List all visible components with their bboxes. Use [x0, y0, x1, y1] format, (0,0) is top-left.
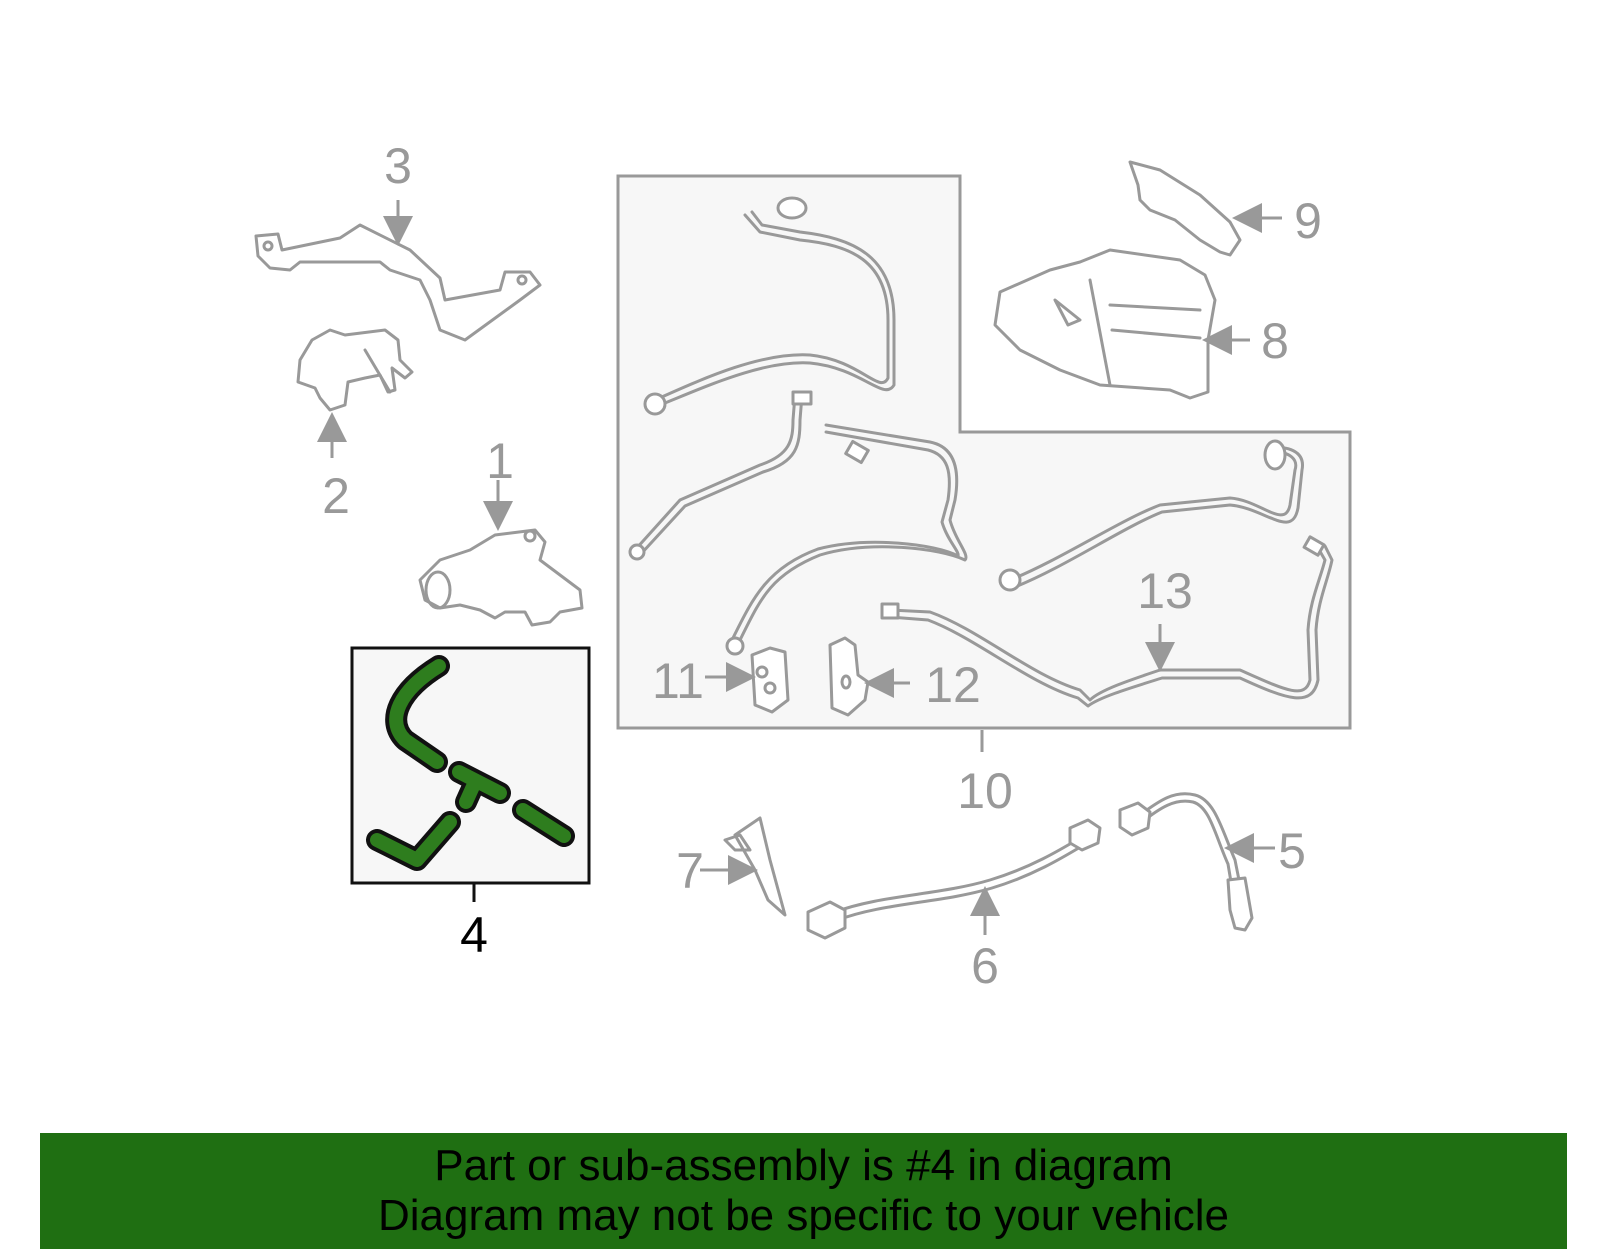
part-6-oxygen-sensor[interactable] — [806, 818, 1102, 940]
part-11-clip[interactable] — [750, 646, 790, 714]
part-7-shield[interactable] — [723, 816, 787, 917]
part-8-charcoal-canister[interactable] — [993, 248, 1217, 400]
part-10-hose-assembly[interactable] — [628, 196, 1304, 656]
label-13: 13 — [1137, 563, 1193, 619]
part-5-oxygen-sensor[interactable] — [1118, 792, 1254, 932]
label-4: 4 — [460, 907, 488, 963]
part-2-solenoid-valve[interactable] — [296, 328, 414, 412]
part-3-bracket[interactable] — [254, 223, 542, 342]
label-10: 10 — [957, 763, 1013, 819]
assembly-10-box — [616, 174, 1352, 730]
label-7: 7 — [676, 843, 704, 899]
label-3: 3 — [384, 138, 412, 194]
label-2: 2 — [322, 468, 350, 524]
label-6: 6 — [971, 938, 999, 994]
footer-line-2: Diagram may not be specific to your vehi… — [377, 1191, 1230, 1240]
part-4-vacuum-hose-assembly[interactable] — [366, 655, 575, 871]
part-1-solenoid-valve[interactable] — [418, 528, 584, 627]
label-11: 11 — [652, 653, 704, 709]
footer-banner: Part or sub-assembly is #4 in diagram Di… — [40, 1133, 1567, 1249]
label-9: 9 — [1294, 193, 1322, 249]
part-9-bracket[interactable] — [1128, 160, 1242, 257]
label-1: 1 — [486, 433, 514, 489]
label-12: 12 — [925, 657, 981, 713]
label-5: 5 — [1278, 823, 1306, 879]
label-8: 8 — [1261, 313, 1289, 369]
footer-line-1: Part or sub-assembly is #4 in diagram — [434, 1141, 1173, 1190]
